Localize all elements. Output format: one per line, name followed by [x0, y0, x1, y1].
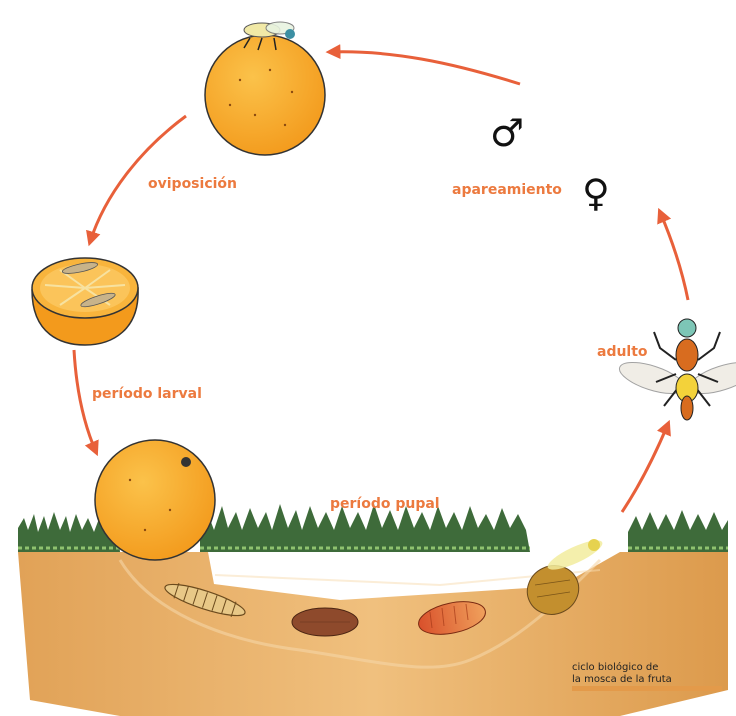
- caption-bar: [572, 686, 722, 691]
- adult-fly-icon: [616, 319, 736, 420]
- caption-line-1: ciclo biológico de: [572, 661, 658, 673]
- fallen-fruit: [95, 440, 215, 560]
- arrow-mating-to-fruit: [330, 52, 520, 84]
- label-adult: adulto: [597, 344, 648, 360]
- fruit-with-fly: [205, 22, 325, 155]
- caption-line-2: la mosca de la fruta: [572, 674, 672, 685]
- soil: [18, 552, 728, 716]
- arrow-adult-to-mating: [660, 212, 688, 300]
- label-larval-period: período larval: [92, 386, 202, 402]
- male-symbol-icon: ♂: [490, 111, 524, 155]
- arrow-pupa-to-adult: [622, 424, 668, 512]
- pupa-brown: [292, 608, 358, 636]
- label-pupal-period: período pupal: [330, 496, 440, 512]
- cut-fruit-with-larvae: [32, 258, 138, 345]
- label-mating: apareamiento: [452, 182, 562, 198]
- female-symbol-icon: ♀: [582, 171, 610, 215]
- label-oviposition: oviposición: [148, 176, 237, 192]
